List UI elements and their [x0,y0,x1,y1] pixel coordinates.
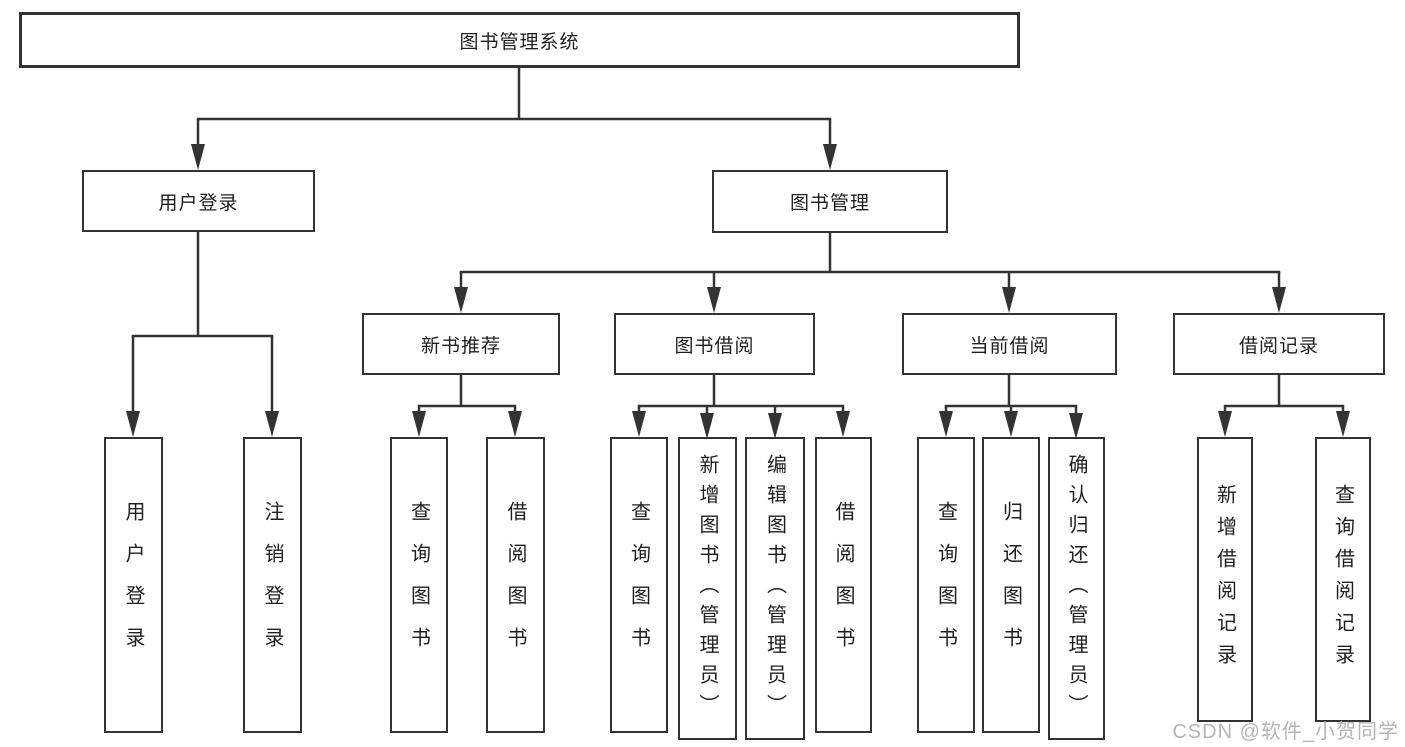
leaf-recommend-borrow-books: 借阅图书 [486,437,545,733]
node-borrow-records: 借阅记录 [1173,313,1385,375]
node-user-login: 用户登录 [82,170,315,232]
leaf-current-return-books: 归还图书 [982,437,1040,733]
leaf-user-login: 用户登录 [104,437,163,733]
leaf-borrowing-borrow-books: 借阅图书 [815,437,872,733]
leaf-current-query-books: 查询图书 [917,437,975,733]
node-book-management: 图书管理 [712,170,948,233]
node-library-system: 图书管理系统 [19,12,1020,68]
leaf-borrowing-add-books-admin: 新增图书（管理员） [678,437,737,740]
node-new-book-recommend: 新书推荐 [362,313,560,375]
leaf-borrowing-edit-books-admin: 编辑图书（管理员） [745,437,805,740]
node-book-borrowing: 图书借阅 [614,313,815,375]
leaf-current-confirm-return-admin: 确认归还（管理员） [1048,437,1105,740]
leaf-borrowing-query-books: 查询图书 [610,437,668,733]
leaf-logout-login: 注销登录 [243,437,302,733]
node-current-borrowing: 当前借阅 [902,313,1117,375]
csdn-watermark: CSDN @软件_小贺同学 [1172,721,1399,743]
leaf-records-query-borrow-record: 查询借阅记录 [1315,437,1371,722]
leaf-records-add-borrow-record: 新增借阅记录 [1197,437,1253,722]
leaf-recommend-query-books: 查询图书 [390,437,448,733]
